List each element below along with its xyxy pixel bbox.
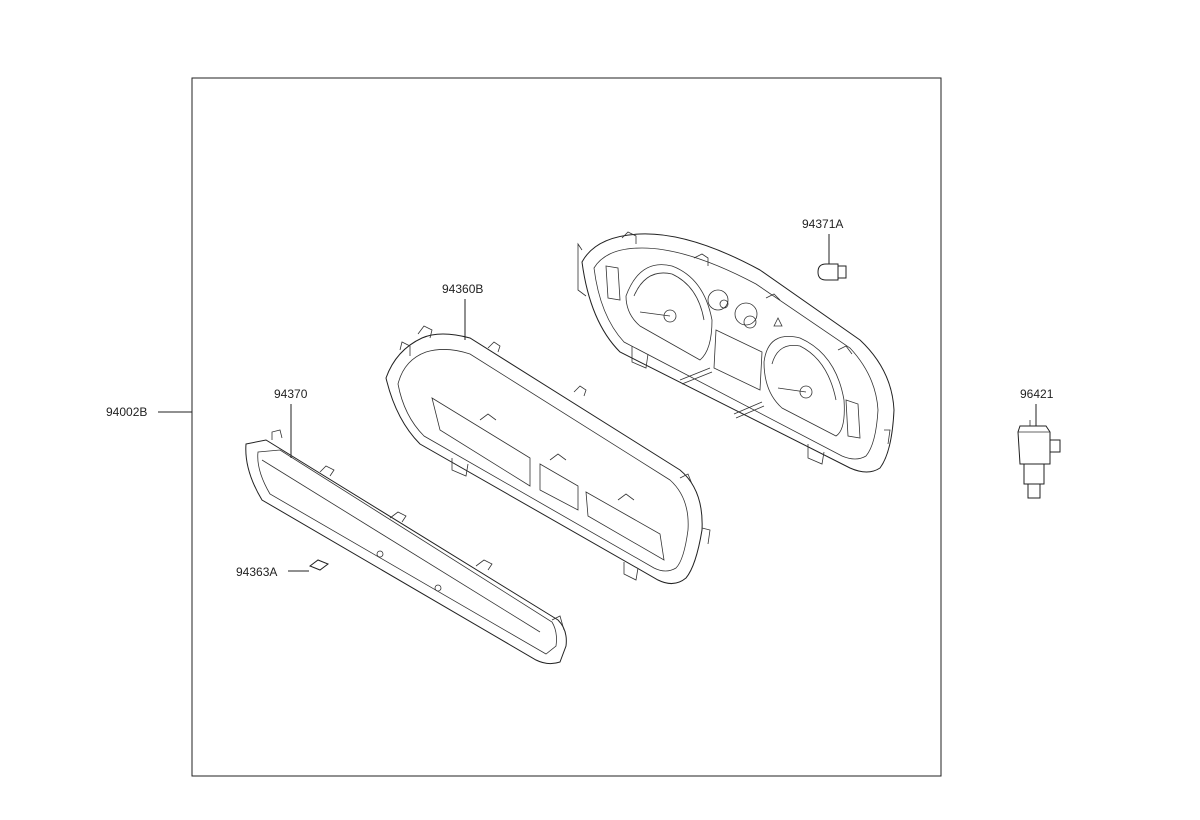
label-94002B[interactable]: 94002B (106, 405, 147, 419)
assembly-frame (191, 77, 942, 777)
label-94370[interactable]: 94370 (274, 387, 308, 401)
part-case-mask[interactable] (385, 325, 711, 584)
label-94363A[interactable]: 94363A (236, 565, 277, 579)
part-bulb[interactable] (817, 263, 847, 281)
part-sensor[interactable] (1017, 420, 1061, 499)
label-94371A[interactable]: 94371A (802, 217, 843, 231)
part-cluster-body[interactable] (577, 231, 895, 473)
part-cover-lens[interactable] (245, 429, 567, 665)
part-clip[interactable] (308, 559, 330, 571)
label-94360B[interactable]: 94360B (442, 282, 483, 296)
label-96421[interactable]: 96421 (1020, 387, 1054, 401)
